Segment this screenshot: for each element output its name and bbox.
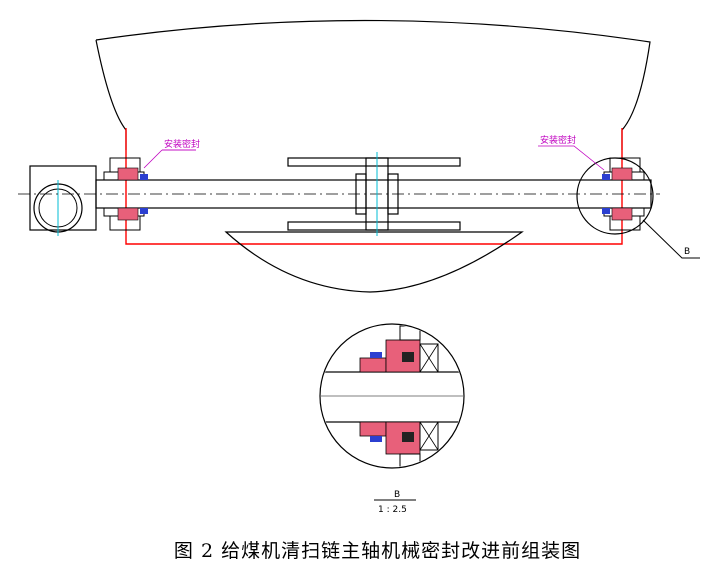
seal-right-label: 安装密封 — [540, 134, 576, 146]
detail-b-view — [319, 323, 465, 469]
upper-housing-outline — [95, 19, 651, 150]
sprocket-hub-left-flange — [355, 173, 367, 215]
figure-caption: 图 2 给煤机清扫链主轴机械密封改进前组装图 — [0, 536, 715, 563]
detail-title: B — [394, 490, 400, 500]
detail-scale: 1 : 2.5 — [378, 505, 407, 515]
gearbox-body — [29, 165, 97, 231]
lower-trough-outline — [224, 231, 524, 293]
left-seal-assembly — [103, 157, 148, 231]
detail-ref-label: B — [684, 247, 690, 257]
detail-b-circle — [576, 157, 654, 235]
seal-left-label: 安装密封 — [164, 138, 200, 150]
seal-right-leader-line — [538, 145, 605, 171]
figure-caption-text: 图 2 给煤机清扫链主轴机械密封改进前组装图 — [173, 540, 582, 562]
seal-left-leader-line — [143, 149, 196, 169]
sprocket-hub-right-flange — [387, 173, 399, 215]
housing-right-wall — [616, 128, 623, 245]
right-seal-assembly — [602, 157, 645, 231]
detail-b-leader — [642, 219, 700, 259]
housing-left-wall — [125, 128, 616, 245]
sprocket-plate-top — [287, 157, 461, 167]
sprocket-plate-bottom — [287, 221, 461, 231]
